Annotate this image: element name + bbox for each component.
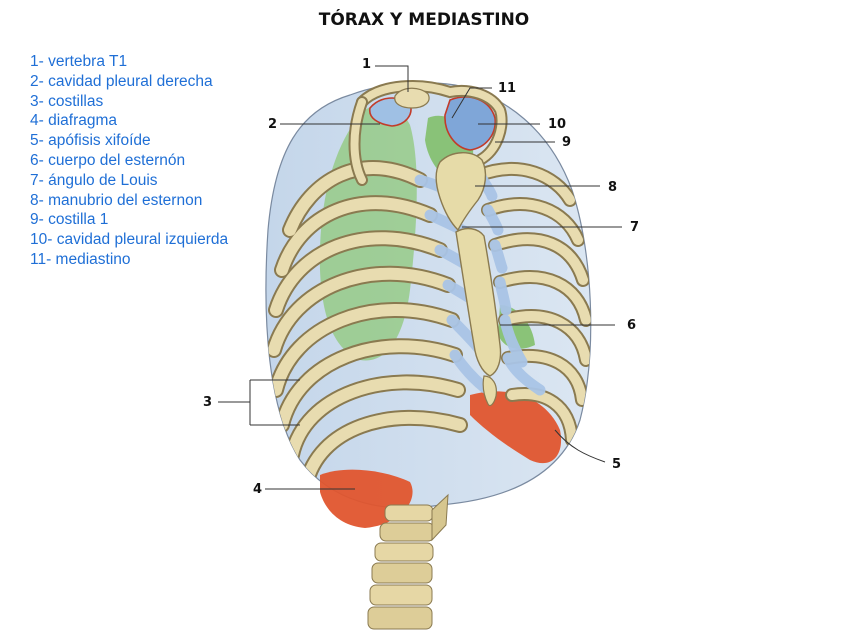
legend-item-ribs: 3- costillas (30, 92, 104, 110)
callout-4: 4 (253, 482, 262, 497)
callout-6: 6 (627, 318, 636, 333)
leader-3-bracket (218, 379, 300, 426)
legend-item-left-pleural-cavity: 10- cavidad pleural izquierda (30, 231, 229, 249)
callout-numbers: 1 2 3 4 5 6 7 8 9 10 11 (203, 57, 639, 497)
diaphragm-left (470, 391, 562, 464)
callout-8: 8 (608, 180, 617, 195)
page-title: TÓRAX Y MEDIASTINO (318, 10, 530, 30)
legend-item-manubrium: 8- manubrio del esternon (30, 191, 203, 209)
legend-item-vertebra: 1- vertebra T1 (30, 53, 128, 70)
xiphoid-process (482, 375, 497, 407)
leader-5 (554, 429, 606, 463)
leader-11 (451, 87, 492, 119)
sternum-body (455, 227, 502, 377)
legend-item-xiphoid: 5- apófisis xifoíde (30, 132, 151, 150)
callout-11: 11 (498, 81, 516, 96)
callout-5: 5 (612, 457, 621, 472)
callout-1: 1 (362, 57, 371, 72)
callout-10: 10 (548, 117, 566, 132)
legend-item-mediastinum: 11- mediastino (30, 250, 131, 268)
first-rib (348, 80, 508, 186)
callout-3: 3 (203, 395, 212, 410)
legend-list: 1- vertebra T1 2- cavidad pleural derech… (30, 52, 228, 270)
t1-vertebra (394, 87, 430, 109)
legend-item-sternum-body: 6- cuerpo del esternón (30, 151, 186, 169)
manubrium (435, 152, 487, 232)
legend-item-first-rib: 9- costilla 1 (30, 211, 109, 229)
spine (367, 493, 449, 630)
ribs (266, 160, 591, 493)
callout-9: 9 (562, 135, 571, 150)
legend-item-diaphragm: 4- diafragma (30, 112, 118, 130)
callout-2: 2 (268, 117, 277, 132)
legend-item-louis-angle: 7- ángulo de Louis (30, 171, 158, 189)
leader-1 (375, 65, 409, 92)
legend-item-right-pleural-cavity: 2- cavidad pleural derecha (30, 72, 213, 90)
sternum (435, 152, 502, 407)
callout-lines (218, 65, 622, 490)
callout-7: 7 (630, 220, 639, 235)
